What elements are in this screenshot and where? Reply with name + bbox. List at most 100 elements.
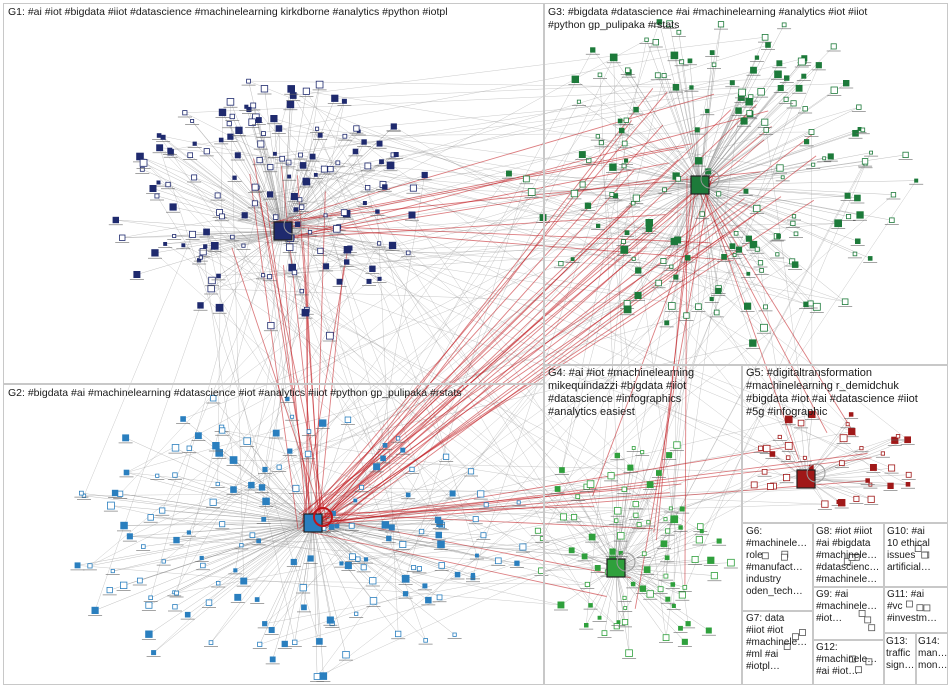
edge-spoke <box>150 517 314 524</box>
group-label-g5: G5: #digitaltransformation #machinelearn… <box>746 367 918 418</box>
node <box>366 278 372 284</box>
edge-spoke <box>312 522 347 655</box>
node <box>776 233 781 239</box>
edge-spoke <box>210 522 314 643</box>
group-label-g9: G9: #ai #machinele… #iot… <box>816 589 878 624</box>
node <box>388 524 395 531</box>
node <box>830 43 837 50</box>
node <box>763 304 768 310</box>
edge-cross <box>217 112 223 485</box>
edge-cross <box>635 103 794 516</box>
node <box>694 127 700 133</box>
edge-cross <box>232 236 442 526</box>
edge-cross <box>263 76 804 520</box>
node <box>902 151 909 158</box>
edge-spoke <box>638 184 701 271</box>
edge-cross <box>235 237 293 571</box>
node <box>729 243 736 249</box>
node <box>257 641 263 647</box>
edge-cross <box>582 184 908 440</box>
node <box>246 78 251 84</box>
edge-spoke <box>282 128 318 232</box>
node <box>827 153 834 160</box>
minor-node <box>781 553 788 561</box>
node <box>616 620 621 625</box>
node <box>853 495 860 502</box>
node <box>156 144 164 152</box>
node <box>258 484 266 491</box>
node <box>557 601 565 609</box>
node <box>335 160 341 166</box>
node <box>554 486 561 492</box>
node <box>352 148 359 155</box>
edge-spoke <box>625 160 701 186</box>
node <box>661 73 667 79</box>
edge-cross <box>382 39 647 185</box>
edge-spoke <box>312 522 320 642</box>
node <box>180 416 186 422</box>
node <box>262 621 268 627</box>
edge-spoke <box>139 156 284 232</box>
node <box>776 164 784 172</box>
edge-spoke <box>308 431 314 524</box>
node <box>843 80 850 87</box>
node <box>757 260 764 266</box>
node <box>377 276 382 281</box>
edge-spoke <box>81 492 314 524</box>
node <box>317 132 323 138</box>
node <box>867 256 873 261</box>
node <box>852 129 859 137</box>
edge-spoke <box>158 182 284 232</box>
node <box>215 303 224 312</box>
node <box>235 126 243 134</box>
node <box>323 263 330 270</box>
minor-node <box>799 629 806 636</box>
node <box>676 29 682 35</box>
node <box>679 506 685 512</box>
node <box>905 471 912 478</box>
node <box>256 156 263 164</box>
minor-node <box>849 655 856 663</box>
edge-spoke <box>805 440 895 480</box>
node <box>624 230 630 236</box>
edge-spoke <box>699 184 797 235</box>
edge-spoke <box>312 522 357 614</box>
node <box>267 274 273 280</box>
node <box>735 107 742 114</box>
edge-cross <box>294 526 701 643</box>
edge-hub-link <box>307 514 631 579</box>
edge-spoke <box>699 76 804 186</box>
edge-spoke <box>153 522 314 653</box>
node <box>292 484 300 492</box>
node <box>203 228 210 236</box>
edge-cross <box>259 515 636 645</box>
node <box>353 125 360 132</box>
node <box>665 528 671 534</box>
node-layer <box>70 19 931 682</box>
node <box>405 250 411 256</box>
node <box>733 230 739 236</box>
edge-cross <box>269 228 650 277</box>
edge-spoke <box>805 467 892 480</box>
edge-cross <box>323 304 807 677</box>
edge-hub-link <box>315 191 326 518</box>
node <box>275 125 283 132</box>
edge-cross <box>336 49 594 527</box>
node <box>685 621 691 627</box>
edge-cross <box>289 342 753 452</box>
edge-cross <box>243 580 588 585</box>
node <box>802 455 807 460</box>
panel-g1 <box>3 3 544 384</box>
node <box>666 20 674 28</box>
node <box>672 84 680 91</box>
edge-cross <box>811 131 813 415</box>
edge-hub-link <box>311 198 745 530</box>
edge-cross <box>635 436 780 505</box>
edge-spoke <box>150 522 314 599</box>
edge-spoke <box>214 230 284 247</box>
edge-cross <box>294 272 661 590</box>
node <box>621 486 627 493</box>
edge-hub-link <box>284 225 734 261</box>
edge-cross <box>316 128 614 168</box>
edge-cross <box>612 65 820 552</box>
